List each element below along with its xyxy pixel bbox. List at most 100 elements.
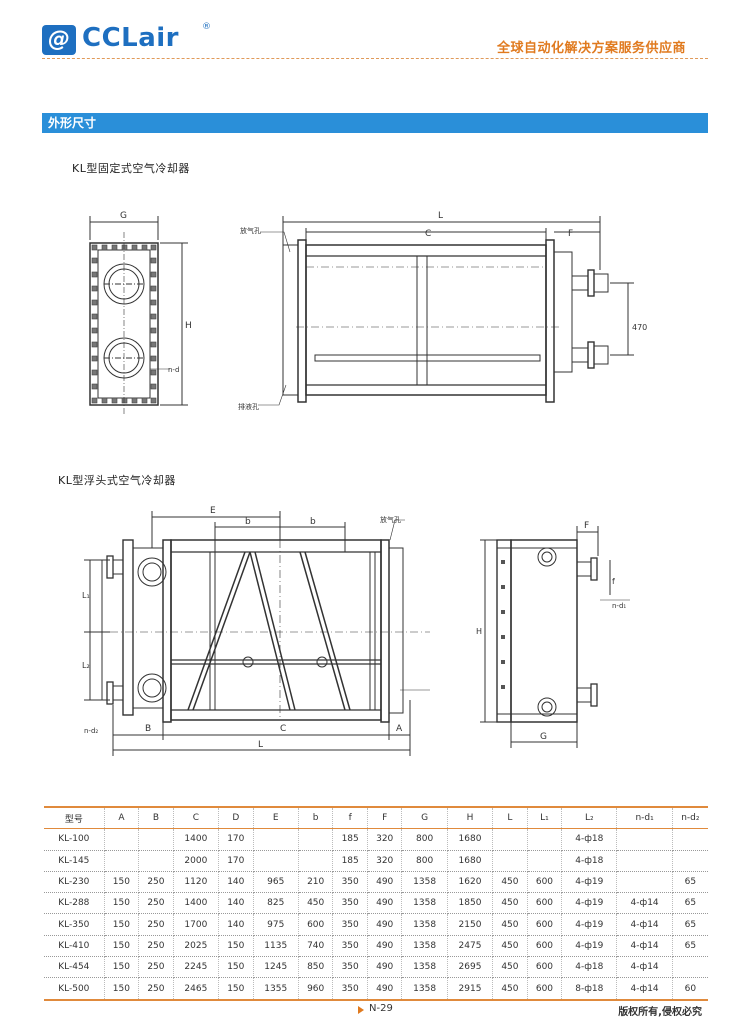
col-F: F (367, 807, 403, 830)
table-cell: 2915 (447, 977, 494, 1001)
table-cell: 600 (527, 935, 563, 958)
dim-H-fixed: H (185, 321, 192, 331)
col-nd2: n-d₂ (672, 807, 708, 830)
table-cell: 1358 (401, 935, 448, 958)
dim-L2-floating: L₂ (82, 661, 90, 670)
vent-note-fixed: 放气孔 (240, 226, 261, 235)
table-cell: 350 (332, 935, 368, 958)
header-divider (42, 58, 708, 59)
table-cell: 4-ф19 (561, 892, 618, 915)
table-cell (253, 850, 299, 872)
table-cell: 4-ф14 (616, 956, 673, 979)
dim-b2-floating: b (310, 517, 316, 527)
table-cell: 800 (401, 850, 448, 872)
dim-L1-floating: L₁ (82, 591, 90, 600)
table-cell: 150 (218, 977, 254, 1001)
table-cell: 1358 (401, 977, 448, 1001)
table-cell: 60 (672, 977, 708, 1001)
table-cell: 250 (138, 977, 174, 1001)
floating-end-view (480, 526, 630, 748)
table-cell: 250 (138, 935, 174, 958)
table-cell: 8-ф18 (561, 977, 618, 1001)
table-cell: 2000 (173, 850, 220, 872)
table-cell: 140 (218, 892, 254, 915)
table-cell (672, 828, 708, 851)
col-G: G (401, 807, 448, 830)
table-cell: 170 (218, 828, 254, 851)
dim-H-floating: H (476, 627, 482, 636)
dim-b1-floating: b (245, 517, 251, 527)
table-cell: 490 (367, 935, 403, 958)
page-arrow-icon (358, 1006, 364, 1014)
table-cell (298, 828, 334, 851)
table-cell: KL-500 (44, 977, 105, 1001)
table-cell: 185 (332, 828, 368, 851)
table-cell: KL-454 (44, 956, 105, 979)
table-cell: 2025 (173, 935, 220, 958)
table-cell: 2475 (447, 935, 494, 958)
col-nd1: n-d₁ (616, 807, 673, 830)
table-cell: 150 (104, 871, 140, 894)
table-cell: 1358 (401, 913, 448, 936)
table-cell: 185 (332, 850, 368, 872)
table-cell: 450 (298, 892, 334, 915)
table-cell: 150 (104, 935, 140, 958)
dim-C-fixed: C (425, 229, 431, 239)
table-cell (104, 828, 140, 851)
table-cell (104, 850, 140, 872)
table-cell: 4-ф19 (561, 913, 618, 936)
brand-logo: @ CCLair ® (42, 22, 211, 62)
floating-front-view (84, 511, 430, 756)
table-cell: 350 (332, 913, 368, 936)
col-L2: L₂ (561, 807, 618, 830)
table-cell: 210 (298, 871, 334, 894)
col-model: 型号 (44, 807, 105, 830)
table-cell: 1358 (401, 892, 448, 915)
header-slogan: 全球自动化解决方案服务供应商 (496, 41, 686, 56)
dim-L-floating: L (258, 740, 263, 750)
table-cell: 450 (492, 977, 528, 1001)
registered-mark: ® (202, 22, 211, 32)
table-cell: 4-ф14 (616, 892, 673, 915)
vent-note-floating: 放气孔 (380, 515, 401, 524)
figure-label-floating: KL型浮头式空气冷却器 (58, 474, 176, 487)
table-cell: 1680 (447, 828, 494, 851)
table-cell: 4-ф18 (561, 850, 618, 872)
table-cell: 150 (104, 956, 140, 979)
table-cell (138, 850, 174, 872)
table-cell: 600 (527, 913, 563, 936)
table-cell: 150 (218, 956, 254, 979)
table-cell: 965 (253, 871, 299, 894)
table-cell: KL-410 (44, 935, 105, 958)
col-H: H (447, 807, 494, 830)
table-cell: 850 (298, 956, 334, 979)
technical-drawings: G H n-d L (82, 211, 647, 756)
table-cell: 140 (218, 913, 254, 936)
table-cell: 320 (367, 828, 403, 851)
table-cell: 4-ф14 (616, 977, 673, 1001)
table-cell (298, 850, 334, 872)
dim-G-fixed: G (120, 211, 127, 221)
table-cell (672, 956, 708, 979)
table-cell: 1400 (173, 892, 220, 915)
table-cell: 2245 (173, 956, 220, 979)
table-cell (672, 850, 708, 872)
table-cell: 825 (253, 892, 299, 915)
col-D: D (218, 807, 254, 830)
table-cell: 170 (218, 850, 254, 872)
col-C: C (173, 807, 220, 830)
table-cell (253, 828, 299, 851)
dim-A-floating: A (396, 724, 403, 734)
col-f: f (332, 807, 368, 830)
table-cell: 250 (138, 892, 174, 915)
table-cell (492, 850, 528, 872)
dim-nd1-floating: n-d₁ (612, 602, 626, 610)
table-cell: 1680 (447, 850, 494, 872)
table-cell: 1358 (401, 956, 448, 979)
table-cell (616, 828, 673, 851)
table-cell: 140 (218, 871, 254, 894)
